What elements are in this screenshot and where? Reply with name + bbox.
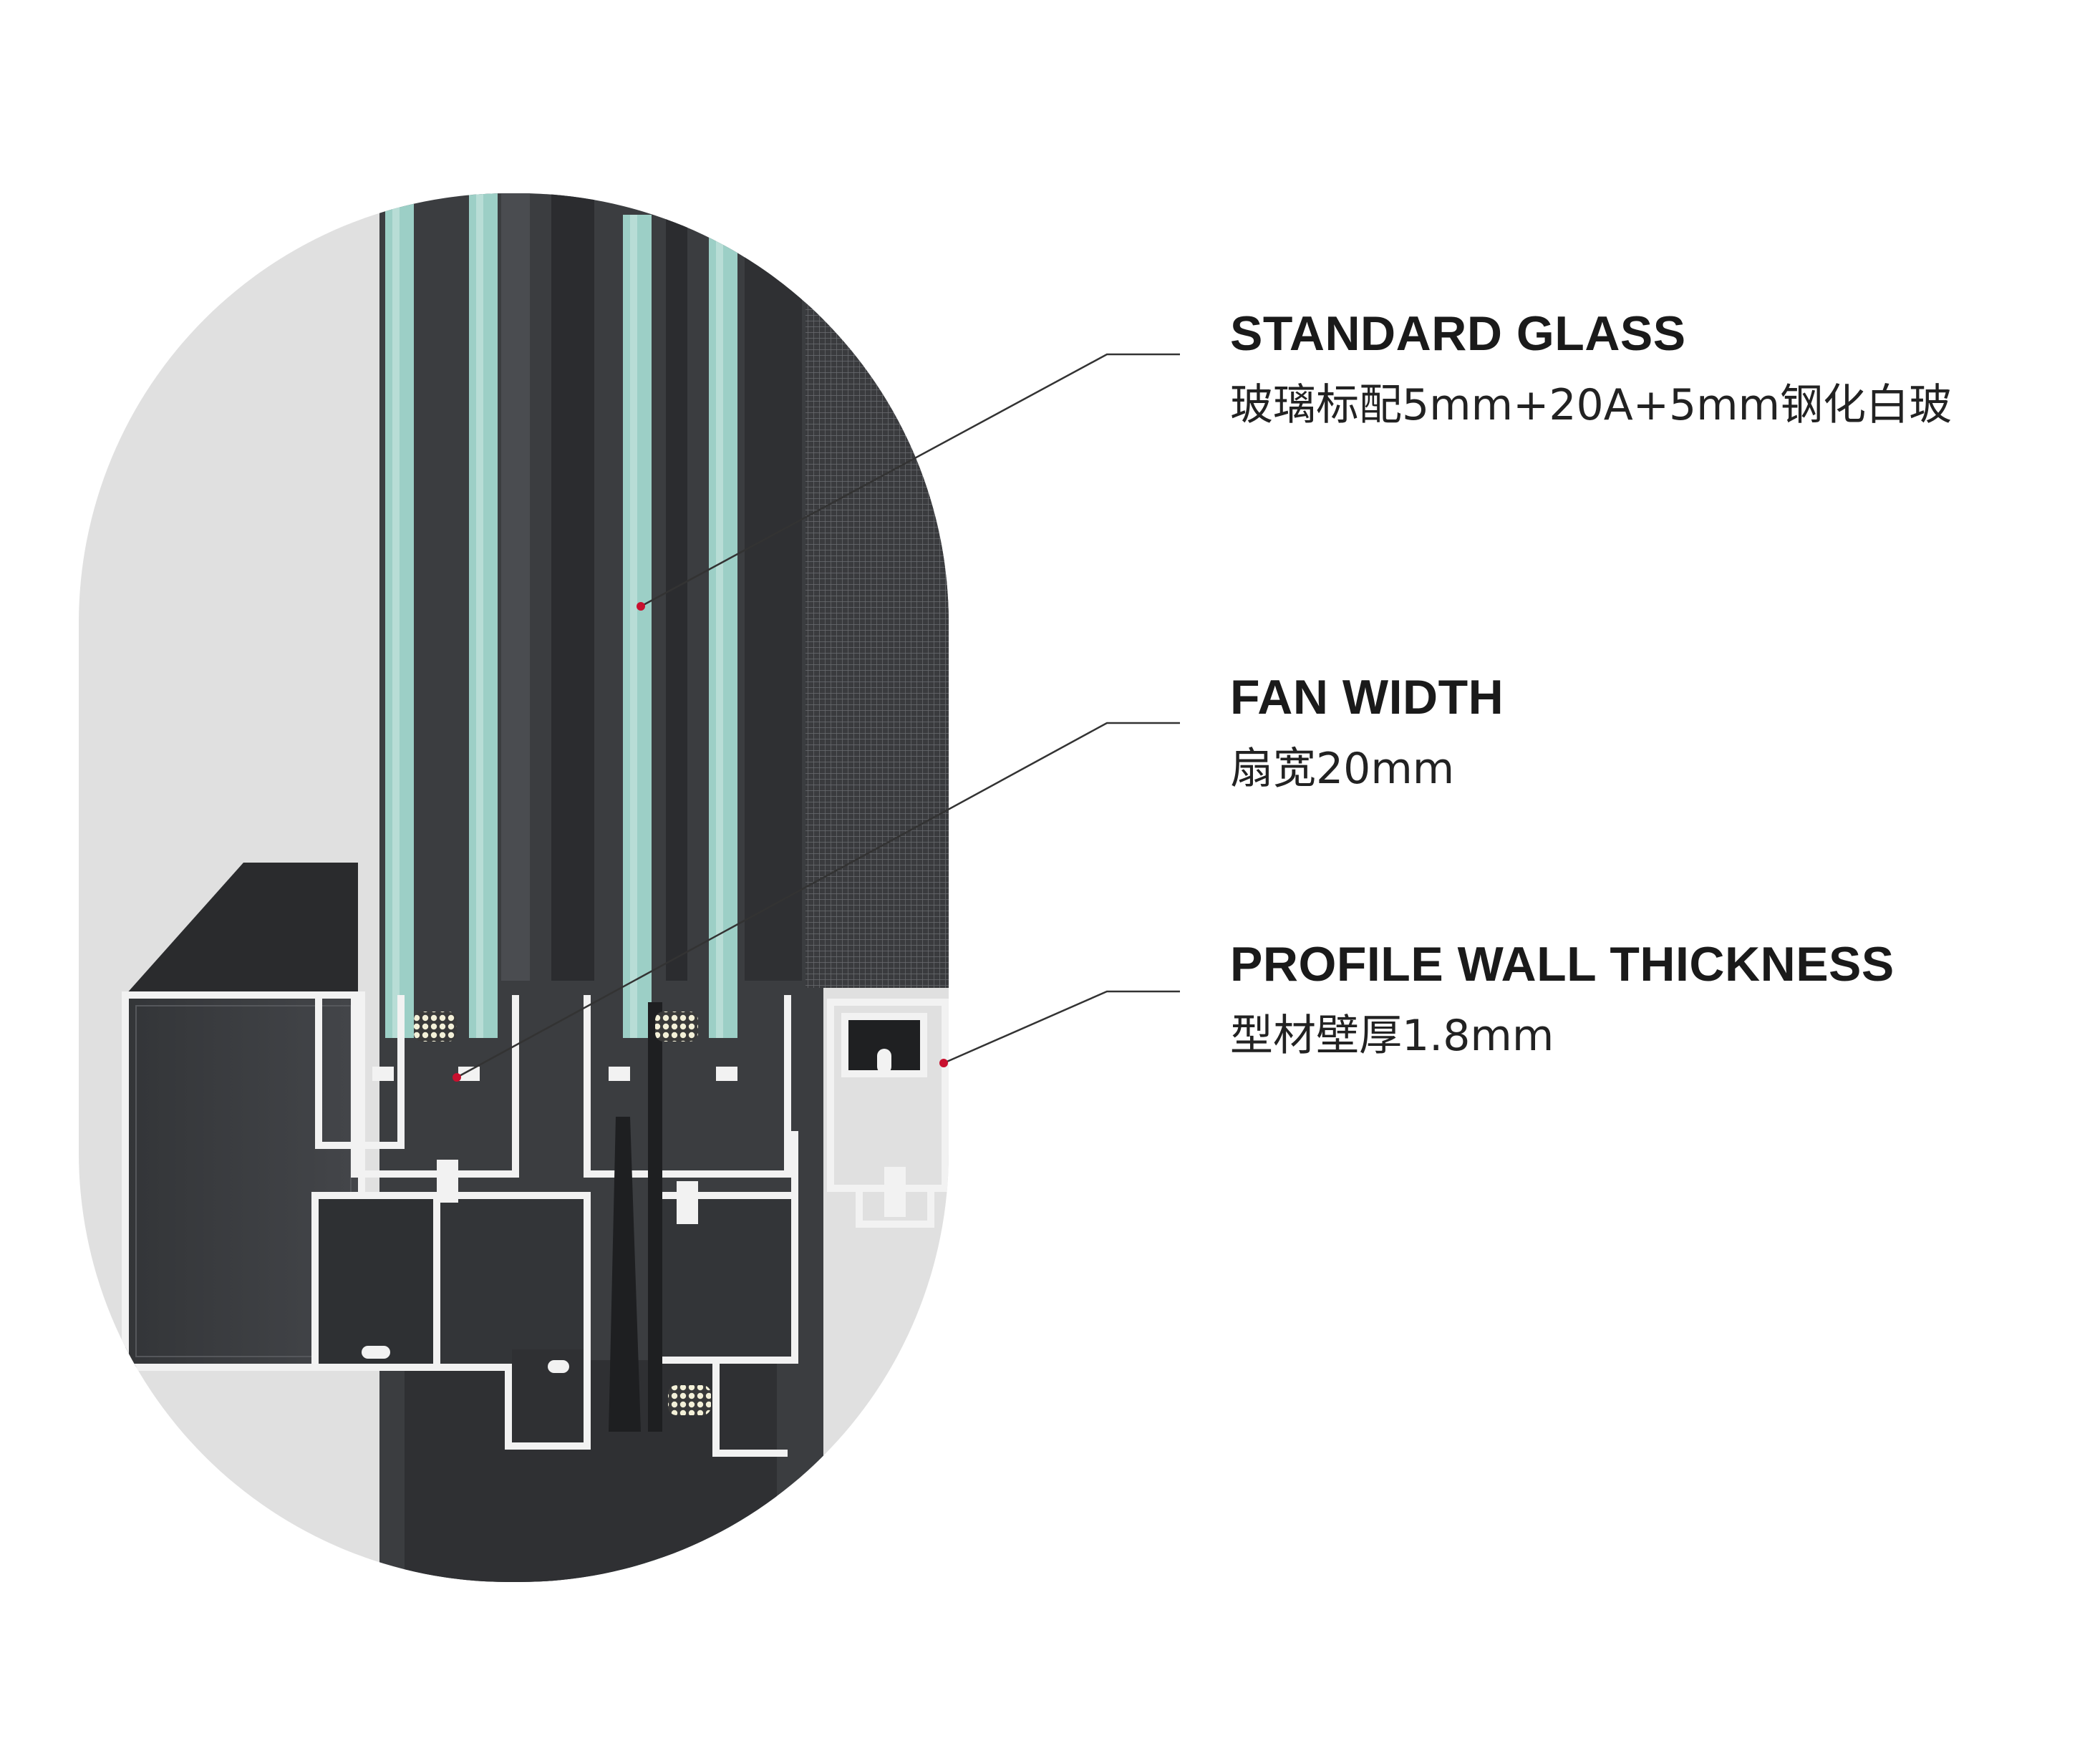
spacer-block [668,1385,711,1415]
leader-profile-wall [943,990,1180,1064]
callout-detail: 型材壁厚1.8mm [1230,1011,1554,1061]
callout-detail: 玻璃标配5mm+20A+5mm钢化白玻 [1230,380,1953,430]
callout-title: PROFILE WALL THICKNESS [1230,937,1895,991]
spacer-block [414,1012,457,1042]
callout-markers [453,602,948,1082]
profile-section [122,193,949,1582]
callout-standard-glass: STANDARD GLASS 玻璃标配5mm+20A+5mm钢化白玻 [1230,309,1952,427]
spacer-block [655,1012,698,1042]
callout-title: STANDARD GLASS [1230,306,1686,361]
marker-standard-glass [637,602,645,611]
callout-profile-wall-thickness: PROFILE WALL THICKNESS 型材壁厚1.8mm [1230,940,1895,1057]
leader-standard-glass [640,353,1180,608]
leader-fan-width [456,722,1180,1079]
callout-detail: 扇宽20mm [1230,744,1455,794]
leader-lines [456,353,1180,1079]
marker-fan-width [453,1073,461,1082]
callout-title: FAN WIDTH [1230,670,1504,724]
marker-profile-wall [939,1059,948,1067]
callout-fan-width: FAN WIDTH 扇宽20mm [1230,673,1504,790]
